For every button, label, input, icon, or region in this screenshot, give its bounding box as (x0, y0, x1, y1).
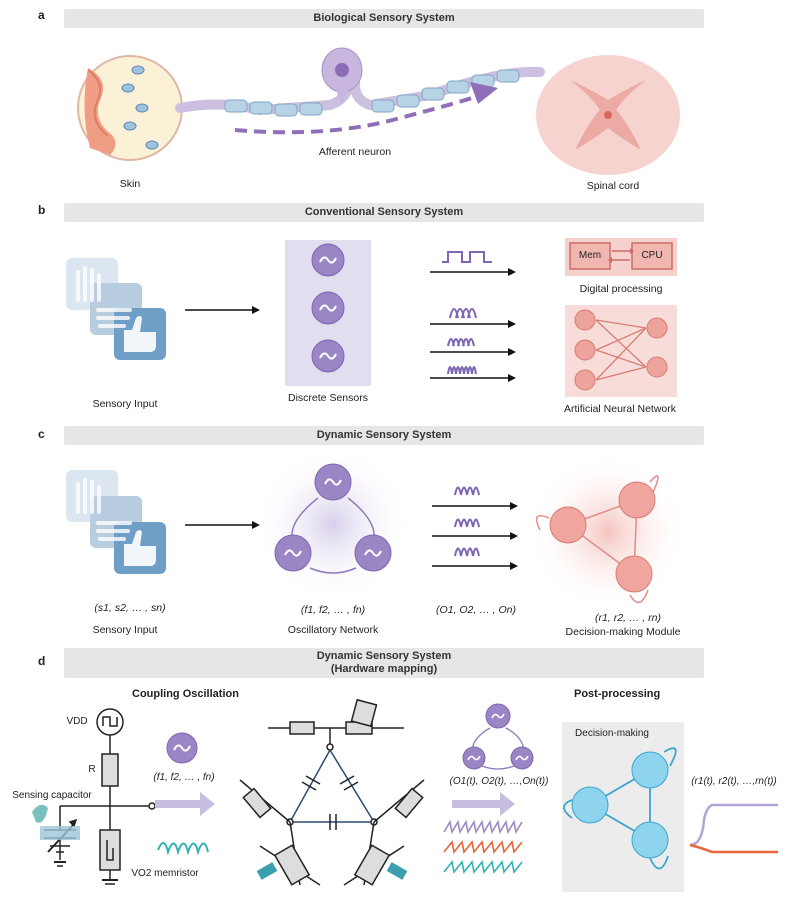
d-response-vector-label: (r1(t), r2(t), …,rn(t)) (691, 776, 777, 787)
coupling-oscillation-title: Coupling Oscillation (132, 688, 239, 700)
ann-label: Artificial Neural Network (563, 403, 677, 415)
mem-label: Mem (578, 250, 602, 261)
resistor-label: R (88, 764, 96, 775)
sensory-input-label-c: Sensory Input (92, 624, 158, 636)
artificial-neural-network (565, 305, 677, 397)
d-frequency-vector-label: (f1, f2, … , fn) (153, 772, 215, 783)
post-processing-title: Post-processing (574, 688, 661, 700)
panel-d-title-banner: Dynamic Sensory System (Hardware mapping… (64, 648, 704, 678)
panel-d-label: d (38, 654, 46, 668)
response-vector-label: (r1, r2, … , rn) (595, 612, 661, 624)
frequency-vector-label: (f1, f2, … , fn) (300, 604, 366, 616)
skin-illustration (77, 55, 183, 161)
panel-a-label: a (38, 8, 45, 22)
sensory-input-hand-icons (66, 258, 166, 360)
panel-b-label: b (38, 203, 46, 217)
sensory-input-hand-icons-c (66, 470, 166, 574)
oscillator-circuit (44, 708, 156, 885)
sensing-capacitor-label: Sensing capacitor (12, 790, 92, 801)
afferent-neuron-label: Afferent neuron (318, 146, 392, 158)
output-vector-label: (O1, O2, … , On) (436, 604, 516, 616)
memristor-label: VO2 memristor (131, 868, 199, 879)
panel-a-title: Biological Sensory System (64, 9, 704, 28)
discrete-sensors (285, 240, 371, 386)
skin-label: Skin (119, 178, 141, 190)
cpu-label: CPU (641, 250, 663, 261)
digital-processing-block (565, 238, 677, 276)
decision-making-label: Decision-making (575, 728, 649, 739)
coupled-oscillator-network (239, 698, 425, 886)
digital-processing-label: Digital processing (579, 283, 663, 295)
panel-b-title: Conventional Sensory System (64, 203, 704, 222)
afferent-neuron-illustration (175, 47, 545, 135)
d-output-vector-label: (O1(t), O2(t), …,On(t)) (449, 776, 549, 787)
panel-d-title-line2: (Hardware mapping) (330, 663, 438, 675)
oscillatory-network-label: Oscillatory Network (287, 624, 379, 636)
sensor-output-signals (442, 251, 492, 375)
panel-c-label: c (38, 427, 45, 441)
hardware-decision-making (562, 722, 684, 892)
input-vector-label: (s1, s2, … , sn) (94, 602, 166, 614)
decision-making-module (530, 454, 686, 610)
decision-module-label: Decision-making Module (565, 626, 681, 638)
vdd-label: VDD (66, 716, 88, 727)
mini-oscillatory-network (462, 703, 534, 770)
discrete-sensors-label: Discrete Sensors (288, 392, 368, 404)
sensory-input-label-b: Sensory Input (92, 398, 158, 410)
panel-c-title: Dynamic Sensory System (64, 426, 704, 445)
spinal-cord-illustration (536, 55, 680, 175)
response-output-plot (689, 803, 778, 854)
panel-d-title-line1: Dynamic Sensory System (316, 650, 452, 662)
oscillator-output-signals (454, 486, 480, 557)
oscillatory-network (255, 446, 411, 602)
spinal-cord-label: Spinal cord (586, 180, 640, 192)
signal-arrows (430, 271, 508, 379)
